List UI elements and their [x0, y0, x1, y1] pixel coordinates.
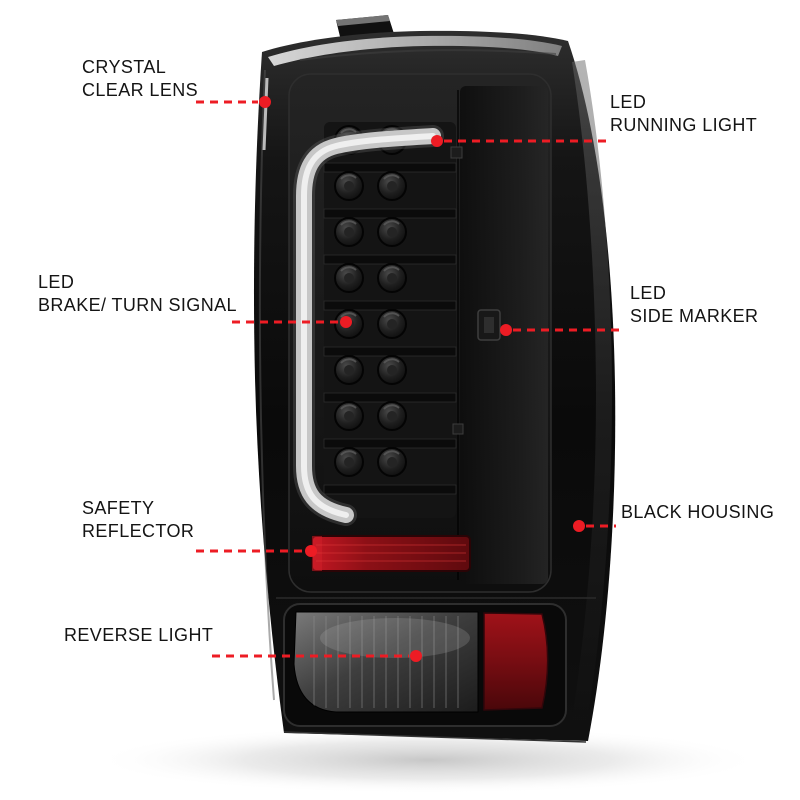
leader-crystal-clear-lens	[196, 96, 271, 108]
callout-black-housing: BLACK HOUSING	[621, 501, 774, 524]
callout-line: LED	[610, 92, 647, 112]
clear-lens-left-highlight	[262, 77, 269, 151]
lower-section	[283, 603, 567, 727]
callout-line: REVERSE LIGHT	[64, 625, 214, 645]
leader-black-housing	[573, 520, 616, 532]
reverse-light-lens	[293, 611, 479, 713]
leader-safety-reflector	[196, 545, 317, 557]
callout-line: SAFETY	[82, 498, 155, 518]
floor-shadow	[93, 726, 763, 794]
callout-line: SIDE MARKER	[630, 306, 759, 326]
callout-line: REFLECTOR	[82, 521, 195, 541]
clear-lens-top-strip	[268, 35, 562, 66]
callout-line: CRYSTAL	[82, 57, 167, 77]
callout-safety-reflector: SAFETY REFLECTOR	[82, 497, 194, 543]
callout-line: BLACK HOUSING	[621, 502, 775, 522]
callout-line: LED	[630, 283, 667, 303]
housing-right-sheen	[570, 60, 612, 733]
leader-led-side-marker	[500, 324, 623, 336]
leader-led-brake-turn-signal	[232, 316, 352, 328]
callout-crystal-clear-lens: CRYSTAL CLEAR LENS	[82, 56, 198, 102]
callout-led-brake-turn-signal: LED BRAKE/ TURN SIGNAL	[38, 271, 237, 317]
safety-reflector	[311, 535, 471, 572]
led-ladder	[323, 122, 457, 518]
callout-led-running-light: LED RUNNING LIGHT	[610, 91, 757, 137]
leader-reverse-light	[212, 650, 422, 662]
leader-led-running-light	[431, 135, 606, 147]
callout-line: CLEAR LENS	[82, 80, 199, 100]
callout-line: LED	[38, 272, 75, 292]
led-light-bar	[293, 125, 444, 526]
rear-red-reflector-patch	[483, 612, 549, 711]
callout-reverse-light: REVERSE LIGHT	[64, 624, 213, 647]
callout-led-side-marker: LED SIDE MARKER	[630, 282, 758, 328]
callout-line: RUNNING LIGHT	[610, 115, 758, 135]
hardware-details	[450, 146, 501, 435]
callout-line: BRAKE/ TURN SIGNAL	[38, 295, 237, 315]
side-marker-bulb	[477, 309, 501, 341]
ladder-slats	[323, 162, 457, 495]
